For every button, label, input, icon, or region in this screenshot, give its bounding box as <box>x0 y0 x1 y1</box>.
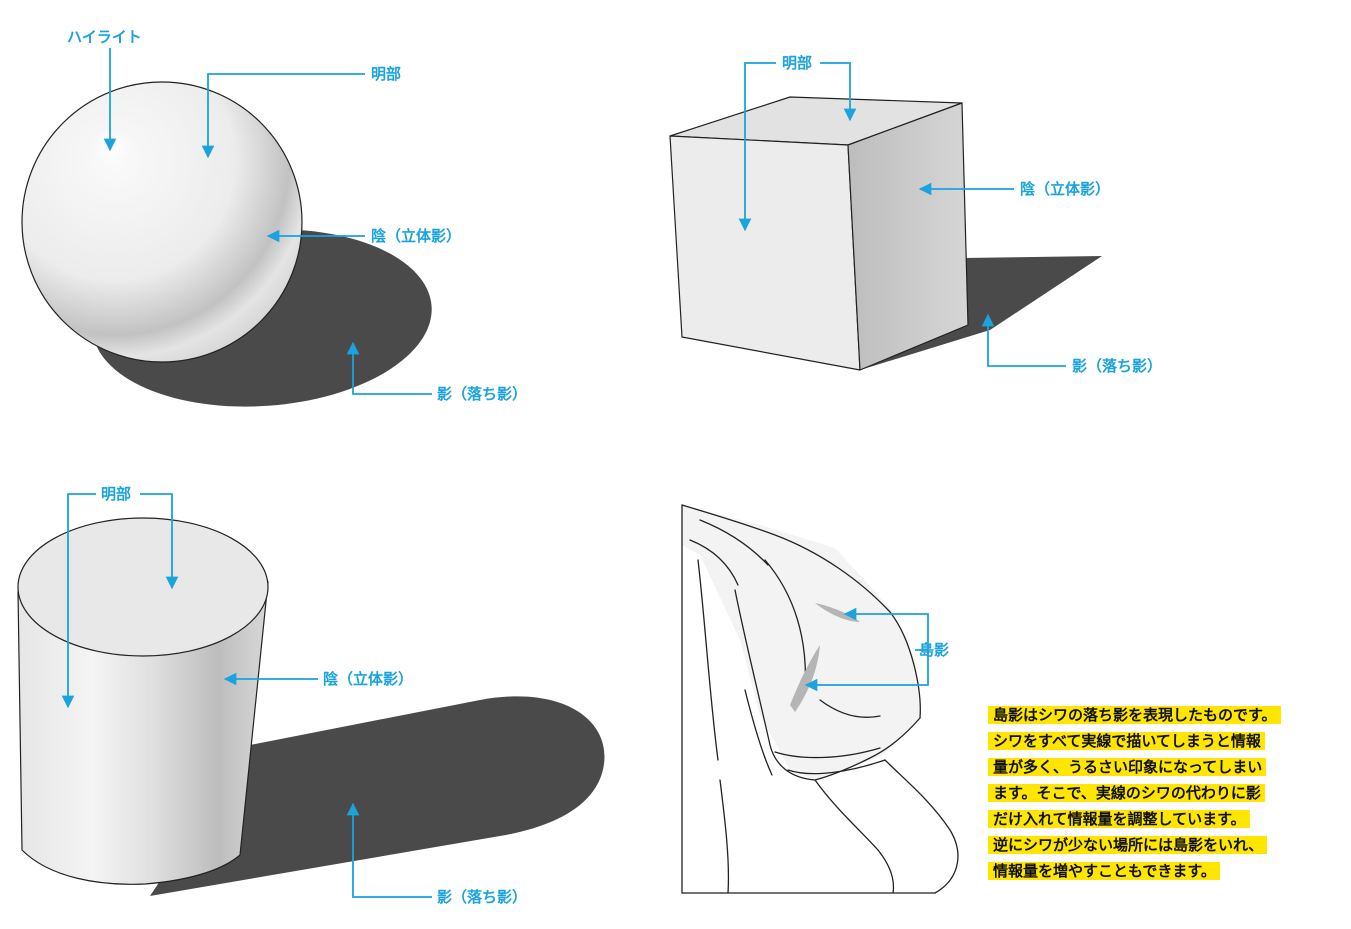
arrow-sphere-light <box>201 73 365 159</box>
label-sphere-form-shadow: 陰（立体影） <box>371 227 462 245</box>
cube-side-face <box>847 102 969 371</box>
cube-figure <box>669 96 1102 371</box>
label-cylinder-cast-shadow: 影（落ち影） <box>437 888 528 906</box>
sphere-figure <box>21 81 432 407</box>
label-cylinder-form-shadow: 陰（立体影） <box>323 670 414 688</box>
label-sphere-cast-shadow: 影（落ち影） <box>437 385 528 403</box>
label-cube-form-shadow: 陰（立体影） <box>1020 180 1111 198</box>
label-sleeve-island-shadow: 島影 <box>919 641 950 659</box>
sphere-body <box>21 81 303 363</box>
arrow-island-shadow-2 <box>804 650 929 692</box>
arrow-island-shadow-1 <box>843 607 929 651</box>
cylinder-top <box>17 517 269 657</box>
cube-front-face <box>669 135 861 371</box>
arrow-cylinder-light-right <box>140 493 179 590</box>
arrow-cube-cast-shadow <box>981 313 1066 367</box>
cylinder-figure <box>17 517 605 896</box>
label-cylinder-light: 明部 <box>101 485 132 503</box>
cylinder-body <box>17 581 269 885</box>
note-line: ます。そこで、実線のシワの代わりに影 <box>988 781 1350 807</box>
note-line: 島影はシワの落ち影を表現したものです。 <box>988 703 1350 729</box>
arrow-cylinder-light-left <box>61 493 96 709</box>
sleeve-figure <box>681 504 959 894</box>
label-cube-cast-shadow: 影（落ち影） <box>1072 357 1163 375</box>
leader-lines <box>61 48 1066 898</box>
explanation-note: 島影はシワの落ち影を表現したものです。 シワをすべて実線で描いてしまうと情報 量… <box>988 703 1350 885</box>
arrow-cylinder-cast-shadow <box>346 802 432 898</box>
label-sphere-light: 明部 <box>371 65 402 83</box>
island-shadow-2 <box>790 645 820 712</box>
label-cube-light: 明部 <box>782 54 813 72</box>
arrow-cube-light-right <box>820 62 857 122</box>
arrow-sphere-cast-shadow <box>346 341 432 395</box>
note-line: 逆にシワが少ない場所には島影をいれ、 <box>988 833 1350 859</box>
arrow-cube-light-left <box>738 62 776 232</box>
label-sphere-highlight: ハイライト <box>67 28 142 46</box>
note-line: 情報量を増やすこともできます。 <box>988 859 1350 885</box>
cylinder-cast-shadow <box>150 696 605 896</box>
sphere-highlight-spot <box>92 130 132 164</box>
note-line: シワをすべて実線で描いてしまうと情報 <box>988 729 1350 755</box>
note-line: 量が多く、うるさい印象になってしまい <box>988 755 1350 781</box>
sleeve-fill <box>682 505 920 780</box>
note-line: だけ入れて情報量を調整しています。 <box>988 807 1350 833</box>
